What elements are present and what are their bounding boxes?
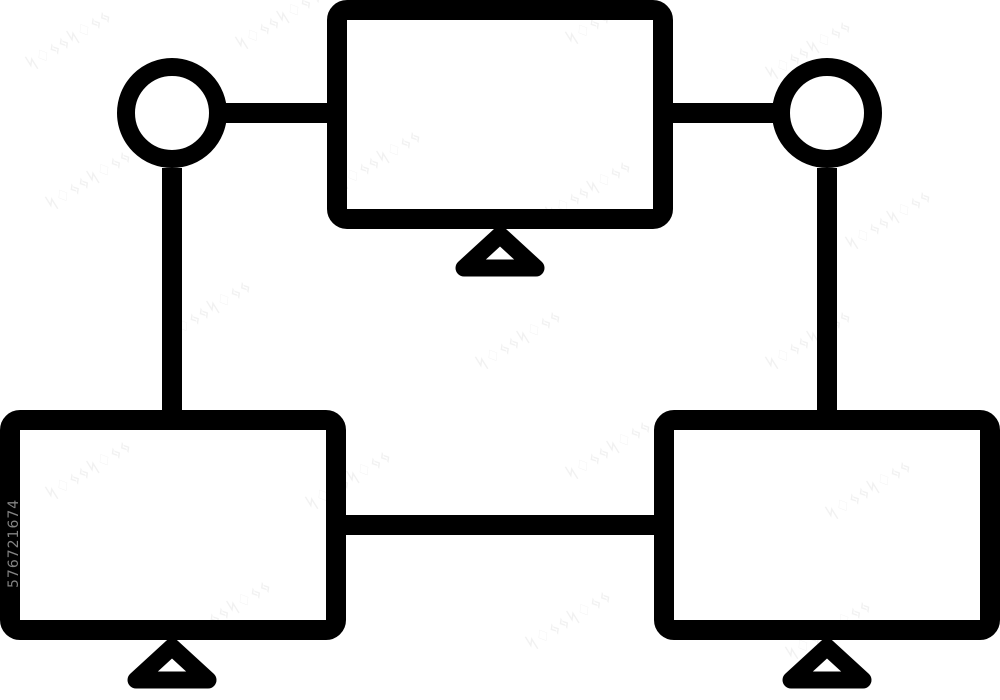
watermark-id-text: 576721674: [6, 498, 22, 588]
monitor-bottom-right-stand: [782, 638, 872, 689]
hub-right-circle: [772, 58, 882, 168]
monitor-bottom-right-screen: [654, 410, 1000, 640]
monitor-top: [327, 0, 673, 277]
connection-lines: [162, 103, 837, 535]
monitor-bottom-left: [0, 410, 346, 689]
monitor-bottom-left-screen: [0, 410, 346, 640]
monitor-top-screen: [327, 0, 673, 229]
monitor-bottom-left-stand: [127, 638, 217, 689]
monitor-top-stand: [455, 226, 545, 277]
hub-left-circle: [117, 58, 227, 168]
monitor-bottom-right: [654, 410, 1000, 689]
